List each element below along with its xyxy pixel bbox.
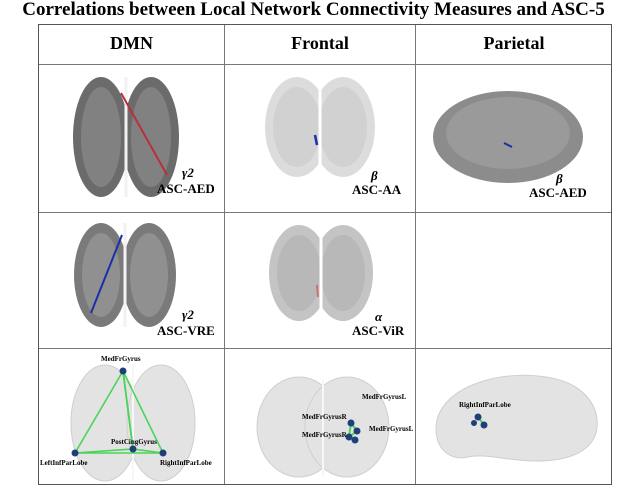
column-header-dmn: DMN bbox=[110, 33, 153, 53]
cell-parietal-network: RightInfParLobe bbox=[416, 349, 612, 485]
band-label: γ2 bbox=[182, 165, 194, 180]
network-node bbox=[351, 436, 359, 444]
node-label-medfrgyrus: MedFrGyrus bbox=[101, 355, 141, 363]
column-header-parietal: Parietal bbox=[483, 33, 545, 53]
band-label: α bbox=[375, 309, 383, 324]
brain-side-view-parietal-1 bbox=[433, 91, 583, 183]
cell-frontal-row2: α ASC-ViR bbox=[225, 213, 415, 348]
connectivity-edge bbox=[120, 92, 168, 176]
brain-front-view-frontal-1 bbox=[265, 77, 375, 177]
cell-frontal-row1: β ASC-AA bbox=[225, 65, 415, 212]
row-divider bbox=[39, 348, 611, 349]
row-divider bbox=[39, 64, 611, 65]
frontal-network-diagram bbox=[256, 376, 390, 478]
connectivity-edge bbox=[313, 134, 319, 146]
network-node bbox=[474, 413, 482, 421]
node-label-medfrgyrusl-right: MedFrGyrusL bbox=[369, 425, 414, 433]
connectivity-edge bbox=[503, 142, 513, 148]
column-divider bbox=[224, 25, 225, 484]
node-label-medfrgyrusl-top: MedFrGyrusL bbox=[362, 393, 407, 401]
network-node bbox=[129, 445, 137, 453]
cell-frontal-network: MedFrGyrusL MedFrGyrusR MedFrGyrusR MedF… bbox=[225, 349, 415, 485]
network-node bbox=[71, 449, 79, 457]
connectivity-edge bbox=[90, 234, 123, 314]
band-label: β bbox=[556, 171, 563, 186]
band-label: β bbox=[371, 168, 378, 183]
node-label-rightinfparlobe: RightInfParLobe bbox=[160, 459, 212, 467]
figure-title: Correlations between Local Network Conne… bbox=[22, 0, 605, 20]
node-label-medfrgyrusr-lower: MedFrGyrusR bbox=[302, 431, 347, 439]
cell-dmn-row2: γ2 ASC-VRE bbox=[39, 213, 224, 348]
cell-parietal-row1: β ASC-AED bbox=[416, 65, 612, 212]
brain-top-view-dmn-2 bbox=[74, 223, 176, 327]
column-divider bbox=[415, 25, 416, 484]
dmn-network-diagram bbox=[70, 364, 196, 482]
node-label-medfrgyrusr-upper: MedFrGyrusR bbox=[302, 413, 347, 421]
results-table: DMN Frontal Parietal γ2 ASC-AED β ASC-AA bbox=[38, 24, 612, 485]
column-header-frontal: Frontal bbox=[291, 33, 349, 53]
network-node bbox=[347, 419, 355, 427]
network-node bbox=[471, 420, 477, 426]
node-label-leftinfparlobe: LeftInfParLobe bbox=[40, 459, 88, 467]
brain-front-view-frontal-2 bbox=[269, 225, 373, 321]
measure-label: ASC-AA bbox=[352, 182, 402, 197]
connectivity-edge bbox=[316, 284, 319, 298]
parietal-network-diagram bbox=[435, 374, 598, 462]
cell-parietal-row2-empty bbox=[416, 213, 612, 348]
cell-dmn-network: MedFrGyrus PostCingGyrus LeftInfParLobe … bbox=[39, 349, 224, 485]
node-label-rightinfparlobe: RightInfParLobe bbox=[459, 401, 511, 409]
measure-label: ASC-AED bbox=[157, 181, 215, 196]
network-node bbox=[353, 427, 361, 435]
band-label: γ2 bbox=[182, 307, 194, 322]
network-node bbox=[119, 367, 127, 375]
measure-label: ASC-AED bbox=[529, 185, 587, 200]
measure-label: ASC-VRE bbox=[157, 323, 215, 338]
measure-label: ASC-ViR bbox=[352, 323, 405, 338]
network-node bbox=[159, 449, 167, 457]
brain-top-view-dmn-1 bbox=[73, 77, 179, 197]
network-node bbox=[345, 433, 353, 441]
row-divider bbox=[39, 212, 611, 213]
cell-dmn-row1: γ2 ASC-AED bbox=[39, 65, 224, 212]
node-label-postcinggyrus: PostCingGyrus bbox=[111, 438, 157, 446]
network-node bbox=[480, 421, 488, 429]
